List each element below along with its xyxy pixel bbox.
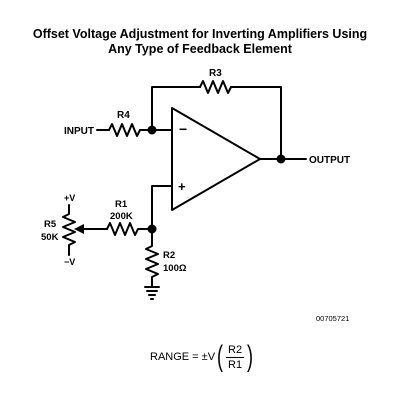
positive-supply-label: +V [64, 193, 75, 203]
figure-id: 00705721 [316, 314, 349, 323]
op-amp-symbol [171, 107, 261, 211]
resistor-r1 [106, 222, 153, 236]
formula-lhs: RANGE = ±V [150, 351, 216, 363]
formula-fraction: R2 R1 [226, 343, 245, 371]
diagram-title-line-2: Any Type of Feedback Element [108, 42, 292, 56]
resistor-r3 [199, 80, 232, 94]
resistor-r4 [108, 123, 153, 137]
junction-output-node [276, 154, 286, 164]
junction-inverting-node [147, 125, 157, 135]
non-inverting-input-wire [151, 185, 173, 230]
r1-name-label: R1 [115, 199, 128, 210]
input-label: INPUT [64, 126, 94, 137]
inverting-sign: − [179, 121, 187, 137]
potentiometer-r5 [62, 204, 76, 256]
non-inverting-sign: + [178, 179, 186, 194]
formula-denominator: R1 [228, 358, 243, 371]
negative-supply-label: −V [64, 257, 75, 267]
feedback-wire [151, 86, 201, 131]
r2-value-label: 100Ω [163, 263, 187, 274]
r5-name-label: R5 [44, 219, 57, 230]
range-formula: RANGE = ±V ( R2 R1 ) [150, 340, 255, 374]
r5-value-label: 50K [41, 232, 59, 243]
diagram-title-line-1: Offset Voltage Adjustment for Inverting … [32, 27, 368, 41]
formula-right-paren: ) [247, 340, 254, 373]
potentiometer-wiper-arrow [74, 224, 84, 234]
junction-r1-r2-node [147, 224, 157, 234]
r3-label: R3 [209, 68, 222, 79]
r4-label: R4 [117, 110, 130, 121]
feedback-wire-right [230, 86, 282, 160]
resistor-r2 [145, 228, 159, 288]
formula-numerator: R2 [226, 343, 245, 358]
output-label: OUTPUT [309, 155, 350, 166]
r2-name-label: R2 [163, 250, 175, 261]
ground-symbol [144, 286, 160, 300]
r1-value-label: 200K [110, 211, 133, 222]
formula-left-paren: ( [217, 340, 224, 373]
